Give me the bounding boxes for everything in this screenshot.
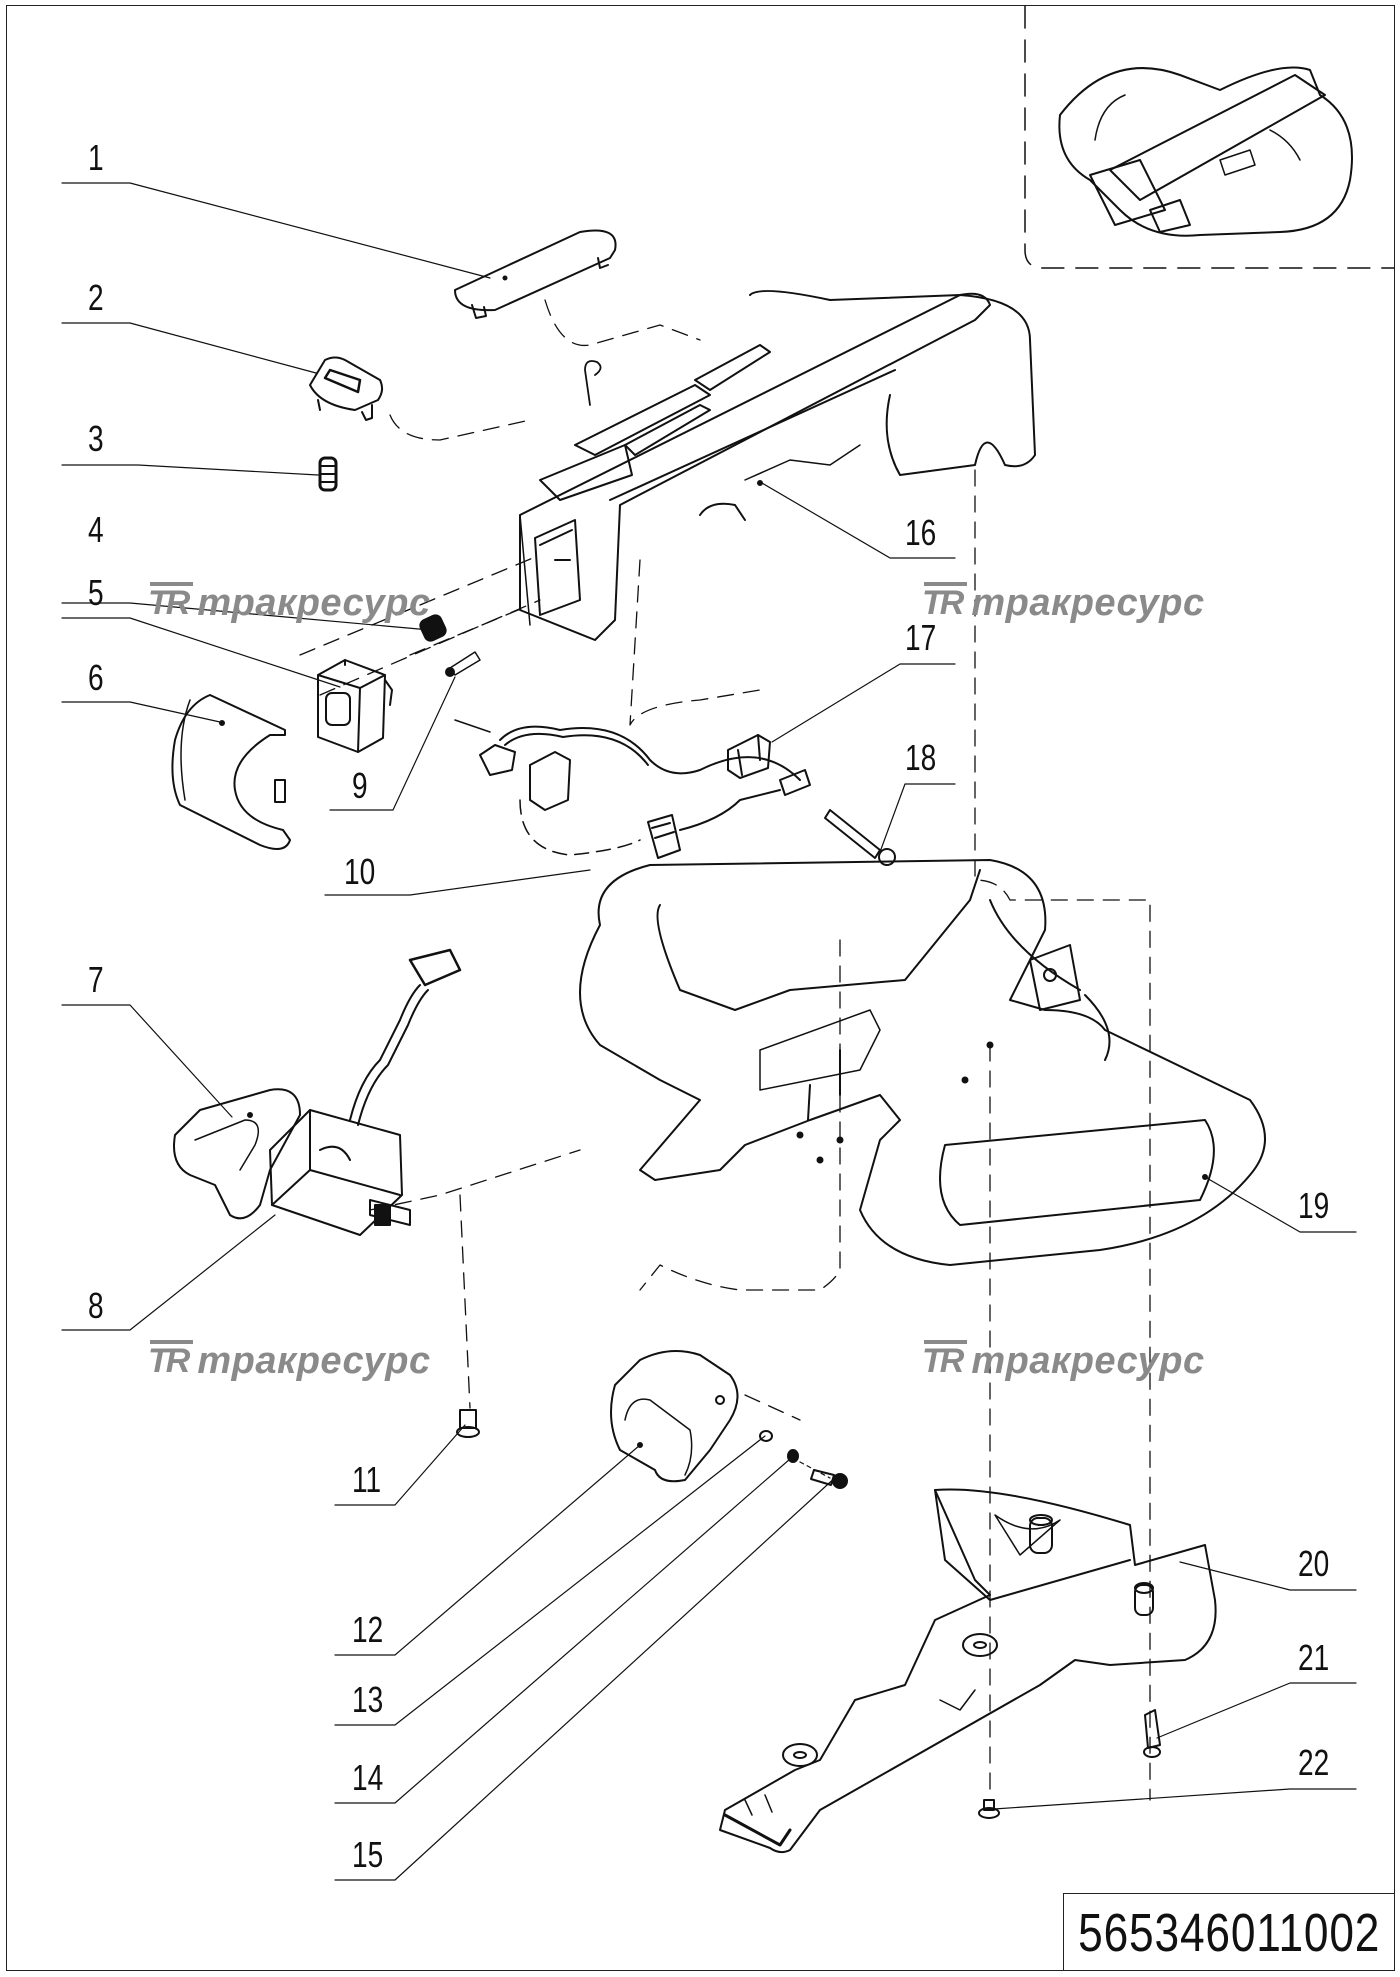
callout-22: 22 <box>1298 1742 1330 1783</box>
callout-4: 4 <box>88 509 104 550</box>
watermark: TR тракресурс <box>148 1340 431 1383</box>
callout-6: 6 <box>88 657 104 698</box>
document-number: 565346011002 <box>1078 1902 1381 1963</box>
part-4-small-spring <box>419 614 447 642</box>
callout-14: 14 <box>352 1757 384 1798</box>
assembled-inset-view <box>1024 5 1395 269</box>
watermark-logo-icon: TR <box>922 1340 968 1380</box>
part-17-microswitch <box>727 734 771 779</box>
part-3-spring <box>318 456 338 492</box>
watermark: TR тракресурс <box>922 1340 1205 1383</box>
part-6-end-cap <box>171 694 291 850</box>
part-5-switch-housing <box>317 659 393 753</box>
callout-12: 12 <box>352 1609 384 1650</box>
callout-1: 1 <box>88 137 104 178</box>
part-15-screw <box>799 1461 848 1489</box>
part-18-pin <box>824 809 896 866</box>
part-12-handle-clamp <box>610 1350 739 1483</box>
callout-13: 13 <box>352 1679 384 1720</box>
callout-8: 8 <box>88 1285 104 1326</box>
part-13-washer <box>759 1430 773 1442</box>
assembly-guide-lines <box>299 299 1151 1801</box>
part-10-wiring-harness <box>454 719 811 859</box>
callout-2: 2 <box>88 277 104 318</box>
part-20-lower-housing <box>719 1488 1217 1854</box>
callout-17: 17 <box>905 617 937 658</box>
callout-19: 19 <box>1298 1185 1330 1226</box>
callout-10: 10 <box>344 851 376 892</box>
drawing-frame <box>6 5 1395 1971</box>
watermark: TR тракресурс <box>922 582 1205 625</box>
callout-3: 3 <box>88 418 104 459</box>
watermark-text: тракресурс <box>197 1340 431 1382</box>
part-8-switch-assembly <box>269 948 462 1236</box>
watermark: TR тракресурс <box>148 582 431 625</box>
part-22-bolt <box>978 1799 1000 1819</box>
watermark-text: тракресурс <box>197 582 431 624</box>
watermark-text: тракресурс <box>971 582 1205 624</box>
watermark-logo-icon: TR <box>922 582 968 622</box>
part-1-cover-plate <box>454 229 617 319</box>
part-2-button-cap <box>309 356 384 421</box>
document-number-box: 565346011002 <box>1063 1893 1395 1971</box>
watermark-logo-icon: TR <box>148 1340 194 1380</box>
callout-21: 21 <box>1298 1637 1330 1678</box>
callout-7: 7 <box>88 959 104 1000</box>
callout-5: 5 <box>88 572 104 613</box>
callout-15: 15 <box>352 1834 384 1875</box>
watermark-text: тракресурс <box>971 1340 1205 1382</box>
callout-16: 16 <box>905 512 937 553</box>
watermark-logo-icon: TR <box>148 582 194 622</box>
part-16-upper-housing <box>519 290 1036 641</box>
callout-9: 9 <box>352 765 368 806</box>
callout-20: 20 <box>1298 1543 1330 1584</box>
callout-18: 18 <box>905 737 937 778</box>
part-7-handle-clamp <box>173 1088 301 1220</box>
part-11-bolt <box>456 1409 480 1438</box>
part-21-bolt <box>1143 1709 1161 1758</box>
part-9-screw <box>445 651 481 677</box>
part-19-handle-bar <box>579 859 1266 1266</box>
callout-11: 11 <box>352 1459 382 1500</box>
callout-leader-lines <box>61 182 1357 1881</box>
